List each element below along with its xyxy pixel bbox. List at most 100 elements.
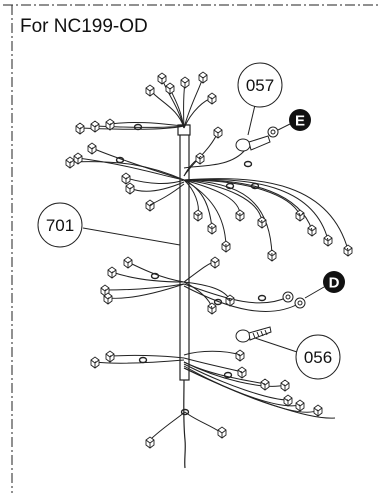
branch-mid-17 bbox=[183, 178, 349, 251]
callout-057: 057 bbox=[237, 62, 283, 108]
connector-mid-16 bbox=[323, 234, 333, 247]
callout-057-circle bbox=[237, 62, 283, 108]
connector-bot-8 bbox=[313, 404, 323, 417]
connector-mid-6 bbox=[213, 126, 223, 139]
connector-bot-7 bbox=[295, 399, 305, 412]
connector-mid-17 bbox=[343, 244, 353, 257]
connector-mid-13 bbox=[267, 249, 277, 262]
part-056-shape bbox=[235, 326, 272, 343]
ring-mid-d bbox=[243, 160, 253, 168]
connector-bot-3 bbox=[237, 366, 247, 379]
branch-to-d-2 bbox=[183, 285, 301, 312]
connector-mid-2 bbox=[65, 156, 75, 169]
branch-mid-5 bbox=[149, 183, 185, 206]
diagram-title: For NC199-OD bbox=[20, 16, 148, 37]
connector-low-5 bbox=[207, 302, 217, 315]
connector-top-5 bbox=[145, 84, 155, 97]
trunk-tube bbox=[179, 124, 190, 381]
connector-bot-4 bbox=[260, 378, 270, 391]
connector-top-0 bbox=[157, 72, 167, 85]
callout-701-circle bbox=[37, 202, 83, 248]
ring-mid-c bbox=[250, 182, 260, 190]
connector-mid-11 bbox=[235, 209, 245, 222]
marker-e-label: E bbox=[295, 113, 305, 130]
connector-top-8 bbox=[75, 122, 85, 135]
wire-rings bbox=[115, 123, 267, 416]
branch-bot-long bbox=[183, 367, 336, 419]
leader-lines bbox=[82, 104, 298, 353]
connector-mid-8 bbox=[193, 209, 203, 222]
branch-bot-5 bbox=[183, 361, 286, 387]
branch-top-2 bbox=[183, 81, 186, 129]
branch-low-3 bbox=[107, 283, 185, 299]
connector-bot-6 bbox=[283, 394, 293, 407]
branch-mid-12 bbox=[183, 179, 263, 223]
branch-top-4 bbox=[183, 97, 213, 129]
ring-mid-b bbox=[225, 182, 235, 190]
branch-bot-1 bbox=[94, 359, 185, 364]
branch-to-d-1 bbox=[183, 283, 289, 304]
frame bbox=[3, 4, 380, 493]
connector-low-1 bbox=[107, 266, 117, 279]
ring-top-a bbox=[133, 123, 143, 131]
branch-mid-13 bbox=[183, 179, 273, 256]
branch-mid-1 bbox=[91, 147, 185, 181]
connector-low-4 bbox=[210, 256, 220, 269]
connector-tail-0 bbox=[145, 436, 155, 449]
connector-low-3 bbox=[103, 292, 113, 305]
callout-056-label: 056 bbox=[304, 348, 332, 367]
callout-056: 056 bbox=[295, 334, 341, 380]
branch-mid-2 bbox=[69, 161, 185, 181]
connector-mid-4 bbox=[125, 182, 135, 195]
branch-top-6 bbox=[109, 122, 185, 127]
connector-low-6 bbox=[225, 294, 235, 307]
ring-bot-a bbox=[138, 356, 148, 364]
callout-701-label: 701 bbox=[46, 216, 74, 235]
connector-mid-14 bbox=[295, 209, 305, 222]
branch-low-2 bbox=[104, 283, 185, 291]
branch-mid-16 bbox=[183, 178, 329, 241]
ring-mid-a bbox=[115, 156, 125, 164]
branch-mid-3 bbox=[125, 177, 185, 184]
branch-bot-0 bbox=[109, 354, 185, 359]
connector-mid-12 bbox=[257, 216, 267, 229]
connector-bot-2 bbox=[235, 349, 245, 362]
marker-d-circle bbox=[323, 271, 345, 293]
connector-tail-1 bbox=[217, 426, 227, 439]
ring-bot-b bbox=[223, 371, 233, 379]
connector-top-2 bbox=[180, 76, 190, 89]
leader-701 bbox=[82, 227, 181, 246]
part-057-shape bbox=[235, 126, 279, 152]
ring-terminals-d bbox=[282, 291, 306, 309]
branch-mid-10 bbox=[183, 179, 227, 247]
connector-bot-0 bbox=[105, 350, 115, 363]
marker-e: E bbox=[277, 109, 311, 131]
branch-tail-0 bbox=[149, 411, 186, 441]
connector-mid-0 bbox=[73, 152, 83, 165]
branch-bot-3 bbox=[183, 357, 243, 373]
connector-mid-3 bbox=[121, 172, 131, 185]
branch-mid-15 bbox=[183, 179, 313, 231]
ring-low-c bbox=[257, 294, 267, 302]
ring-low-a bbox=[150, 272, 160, 280]
connector-mid-1 bbox=[87, 142, 97, 155]
branch-to-057 bbox=[183, 149, 246, 169]
connector-top-7 bbox=[90, 120, 100, 133]
ring-low-b bbox=[213, 298, 223, 306]
connector-low-0 bbox=[123, 256, 133, 269]
branch-mid-14 bbox=[183, 179, 301, 216]
branch-mid-0 bbox=[77, 157, 185, 181]
connector-mid-7 bbox=[195, 152, 205, 165]
leader-057 bbox=[247, 104, 256, 136]
connector-top-1 bbox=[165, 82, 175, 95]
callout-056-circle bbox=[295, 334, 341, 380]
connector-top-3 bbox=[198, 71, 208, 84]
callout-057-label: 057 bbox=[246, 76, 274, 95]
wire-branches bbox=[69, 76, 349, 441]
ring-tail bbox=[180, 408, 190, 416]
connector-bot-1 bbox=[90, 356, 100, 369]
marker-d: D bbox=[304, 271, 345, 299]
connector-top-6 bbox=[105, 118, 115, 131]
